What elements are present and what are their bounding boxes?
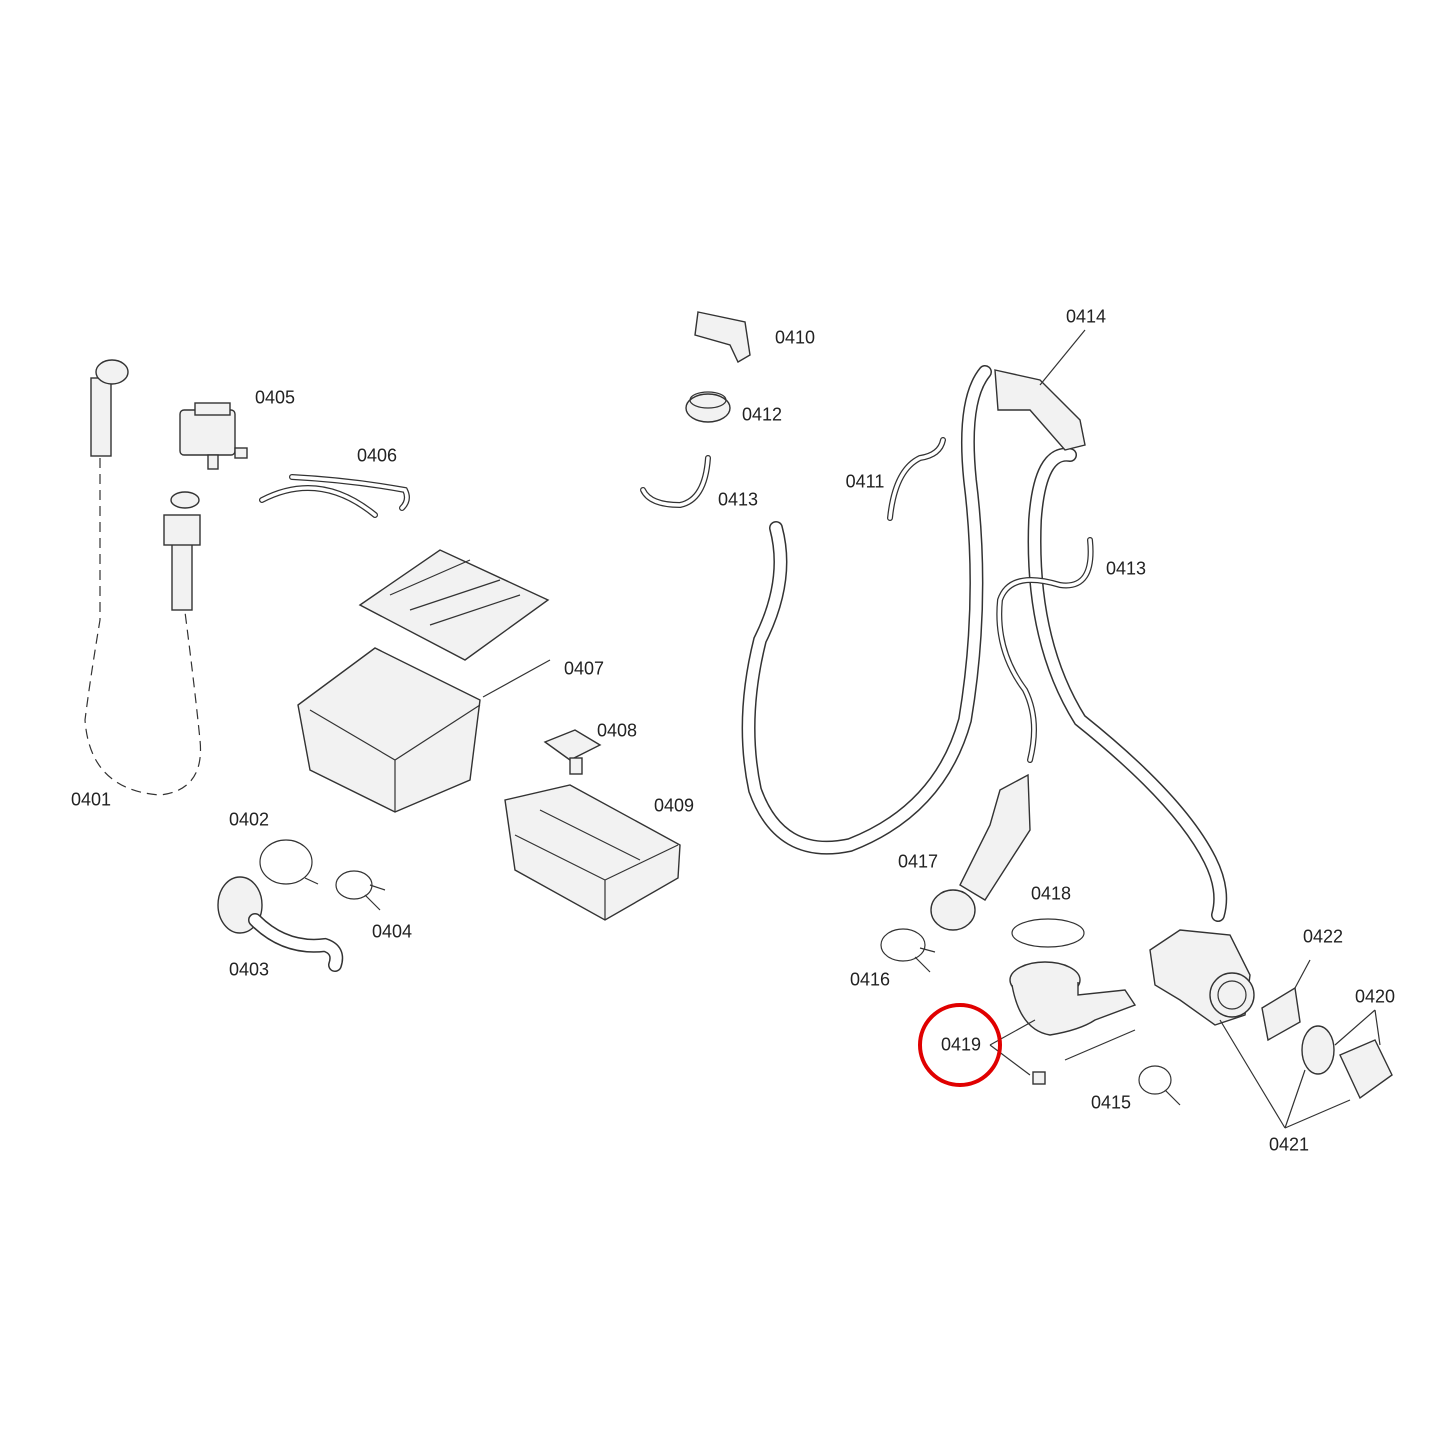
part-0403-hose[interactable]: [217, 876, 344, 972]
label-0416[interactable]: 0416: [849, 969, 891, 990]
part-hose-left[interactable]: [741, 365, 992, 855]
label-0406[interactable]: 0406: [356, 445, 398, 466]
label-0409[interactable]: 0409: [653, 795, 695, 816]
label-0401[interactable]: 0401: [70, 789, 112, 810]
label-0414[interactable]: 0414: [1065, 306, 1107, 327]
label-0405[interactable]: 0405: [254, 387, 296, 408]
part-0402-clamp[interactable]: [259, 839, 319, 885]
part-0405-inlet-valve[interactable]: [179, 402, 248, 470]
leader-0421: [1219, 1019, 1351, 1129]
part-0415-clamp[interactable]: [1138, 1065, 1181, 1106]
part-0409-detergent-drawer[interactable]: [504, 784, 681, 921]
part-0413-tube-right[interactable]: [996, 537, 1094, 763]
part-0401-inlet-hose[interactable]: [84, 359, 202, 796]
part-0416-clamp[interactable]: [880, 928, 936, 973]
part-0413-tube-left[interactable]: [640, 455, 711, 509]
leader-0414: [1039, 329, 1086, 386]
label-0413-left[interactable]: 0413: [717, 489, 759, 510]
label-0413-right[interactable]: 0413: [1105, 558, 1147, 579]
part-0404-clamp[interactable]: [335, 870, 386, 911]
label-0411[interactable]: 0411: [845, 471, 885, 492]
label-0418[interactable]: 0418: [1030, 883, 1072, 904]
label-0421[interactable]: 0421: [1268, 1134, 1310, 1155]
label-0419[interactable]: 0419: [940, 1034, 982, 1055]
part-0406-hoses[interactable]: [259, 474, 410, 518]
part-0420-filter[interactable]: [1301, 1009, 1393, 1100]
label-0412[interactable]: 0412: [741, 404, 783, 425]
part-0412[interactable]: [685, 391, 731, 423]
label-0407[interactable]: 0407: [563, 658, 605, 679]
label-0417[interactable]: 0417: [897, 851, 939, 872]
part-0410[interactable]: [694, 311, 751, 363]
label-0403[interactable]: 0403: [228, 959, 270, 980]
label-0422[interactable]: 0422: [1302, 926, 1344, 947]
label-0402[interactable]: 0402: [228, 809, 270, 830]
part-drain-pump[interactable]: [1149, 929, 1255, 1026]
part-0414-hose[interactable]: [994, 369, 1228, 922]
label-0420[interactable]: 0420: [1354, 986, 1396, 1007]
label-0404[interactable]: 0404: [371, 921, 413, 942]
label-0410[interactable]: 0410: [774, 327, 816, 348]
part-0422-plate[interactable]: [1261, 959, 1311, 1042]
part-0417-sump-hose[interactable]: [930, 773, 1031, 931]
part-0407-dispenser-housing[interactable]: [297, 549, 551, 813]
part-0411-hose[interactable]: [887, 437, 946, 521]
highlight-circle: [918, 1003, 1002, 1087]
part-0418-clamp[interactable]: [1011, 918, 1085, 948]
label-0408[interactable]: 0408: [596, 720, 638, 741]
part-0419-sump[interactable]: [989, 961, 1137, 1085]
label-0415[interactable]: 0415: [1090, 1092, 1132, 1113]
part-0408[interactable]: [543, 729, 602, 775]
